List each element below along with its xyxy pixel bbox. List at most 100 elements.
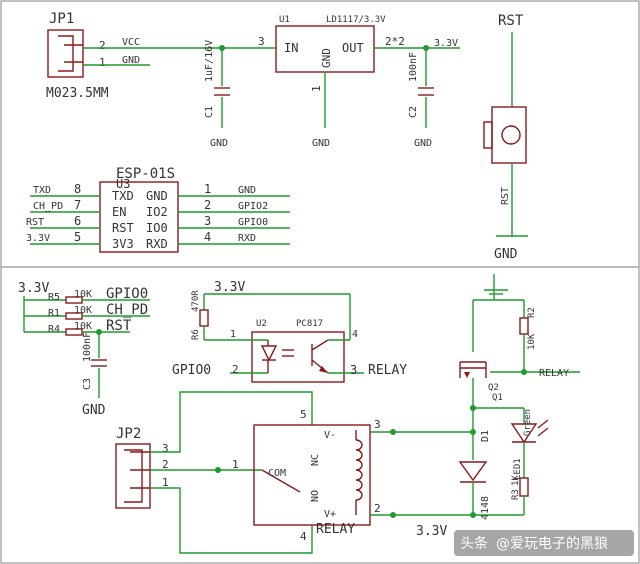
d1-cathode-junction [470, 512, 476, 518]
r6-body [199, 309, 209, 327]
relay-pin2: 2 [374, 502, 381, 515]
c1-capacitor: C1 1uF/16V GND [204, 40, 230, 149]
relay-pin4: 4 [300, 530, 307, 543]
u1-in-label: IN [284, 41, 298, 55]
watermark: 头条 @爱玩电子的黑狼 [454, 530, 634, 556]
u1-value: LD1117/3.3V [326, 15, 386, 25]
opto-body [251, 331, 345, 383]
led1-emit-1 [537, 419, 549, 429]
esp-net-gpio0: GPIO0 [238, 217, 268, 228]
c3-gnd: GND [82, 403, 106, 418]
r2-name: R2 [527, 307, 537, 318]
esp-pin-label-io0: IO0 [146, 221, 168, 235]
c2-name: C2 [408, 106, 419, 118]
pullup-ch-pd-label: CH_PD [106, 302, 148, 318]
r5-value: 10K [74, 289, 92, 300]
rst-button-actuator [501, 125, 521, 145]
jp1-body [47, 29, 84, 78]
esp-pin-label-txd: TXD [112, 189, 134, 203]
relay-v-minus: V- [324, 430, 336, 441]
d1-name: D1 [480, 430, 491, 442]
jp2-connector: JP2 3 2 1 [115, 391, 313, 554]
driver-section: R2 10K RELAY Q2 Q1 LED1 Green R3 1K D1 4 [458, 274, 580, 520]
r4-value: 10K [74, 321, 92, 332]
relay-pin3: 3 [374, 418, 381, 431]
pullup-rst-label: RST [106, 318, 132, 334]
r1-value: 10K [74, 305, 92, 316]
opto-part: PC817 [296, 319, 323, 329]
esp-pin-label-io2: IO2 [146, 205, 168, 219]
led1-emit-2 [537, 427, 549, 437]
c3-value: 100nF [82, 332, 93, 362]
esp-body [99, 181, 179, 253]
c2-value: 100nF [408, 52, 419, 82]
com-junction [215, 467, 221, 473]
relay-33v-label: 3.3V [416, 524, 447, 539]
coil-plus-junction [390, 512, 396, 518]
u1-regulator: U1 LD1117/3.3V IN OUT GND 3 2*2 1 GND [258, 15, 405, 149]
esp-pin-label-en: EN [112, 205, 126, 219]
esp-right-pins: GND IO2 IO0 RXD 1 2 3 4 GND GPIO2 GPIO0 … [146, 182, 290, 251]
relay-com: COM [268, 468, 286, 479]
led1-name: LED1 [513, 458, 523, 480]
esp-pin-label-rxd: RXD [146, 237, 168, 251]
esp-pin-num-5: 5 [74, 230, 81, 244]
c2-capacitor: C2 100nF GND [408, 48, 434, 149]
esp-net-ch-pd: CH_PD [33, 201, 63, 212]
esp-net-gpio2: GPIO2 [238, 201, 268, 212]
jp2-name: JP2 [116, 426, 141, 442]
c1-value: 1uF/16V [204, 40, 215, 82]
opto-pin3: 3 [350, 363, 357, 377]
power-supply-section: JP1 M023.5MM 2 1 VCC GND C1 1uF/16V GND … [46, 11, 460, 149]
top-sheet-frame [0, 0, 640, 268]
r1-name: R1 [48, 308, 60, 319]
r6-name: R6 [191, 329, 201, 340]
r2-value: 10K [527, 333, 537, 350]
c1-name: C1 [204, 106, 215, 118]
bottom-sheet-frame [0, 266, 640, 564]
led1-value: Green [523, 409, 533, 436]
coil-minus-junction [390, 429, 396, 435]
driver-relay-label: RELAY [539, 368, 569, 379]
esp-pin-num-7: 7 [74, 198, 81, 212]
jp1-value: M023.5MM [46, 86, 109, 101]
jp2-body [115, 443, 151, 509]
esp-pin-num-3: 3 [204, 214, 211, 228]
q1-name: Q1 [492, 393, 503, 403]
rst-gnd-label: GND [494, 247, 518, 262]
relay-nc: NC [310, 454, 321, 466]
r3-name: R3 [511, 489, 521, 500]
relay-no: NO [310, 490, 321, 502]
esp-pin-num-6: 6 [74, 214, 81, 228]
jp1-net-gnd: GND [122, 55, 140, 66]
opto-transistor-collector [311, 339, 329, 351]
watermark-prefix: 头条 [460, 535, 488, 552]
rst-title: RST [498, 13, 524, 29]
jp1-pin1-number: 1 [99, 56, 106, 69]
u1-pin-in: 3 [258, 35, 265, 48]
esp-ref: U3 [116, 177, 130, 191]
rst-net-label: RST [500, 187, 511, 205]
pullup-gpio0-label: GPIO0 [106, 286, 148, 302]
jp1-net-vcc: VCC [122, 37, 140, 48]
esp-pin-num-1: 1 [204, 182, 211, 196]
esp-net-txd: TXD [33, 185, 51, 196]
relay-pin1: 1 [232, 458, 239, 471]
vout-net-label: 3.3V [434, 38, 458, 49]
esp-pin-label-rst: RST [112, 221, 134, 235]
u1-gnd: GND [312, 138, 330, 149]
reset-button-section: RST RST GND [483, 13, 528, 262]
u1-gnd-label: GND [320, 48, 333, 68]
jp1-notch [58, 35, 74, 72]
esp-pin-num-8: 8 [74, 182, 81, 196]
opto-pin1: 1 [230, 329, 236, 340]
esp-net-3v3: 3.3V [26, 233, 50, 244]
q1-part: Q2 [488, 383, 499, 393]
rst-button-body [491, 106, 527, 164]
r2-body [519, 317, 529, 335]
jp2-pin2: 2 [162, 458, 169, 471]
opto-relay-label: RELAY [368, 363, 407, 378]
opto-ref: U2 [256, 319, 267, 329]
